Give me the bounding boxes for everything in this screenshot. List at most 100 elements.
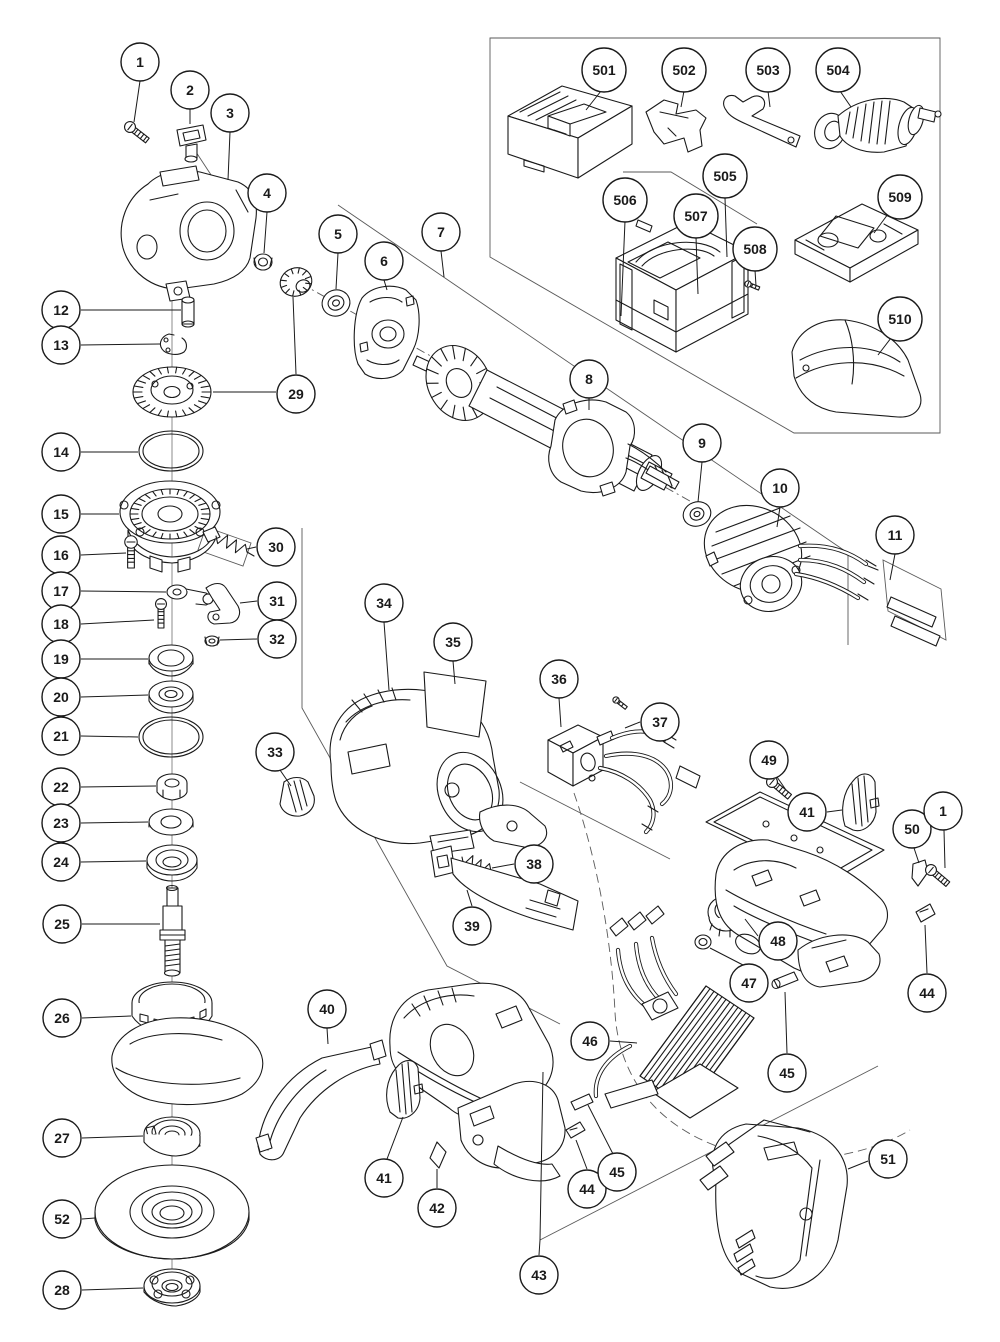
svg-text:41: 41	[799, 804, 815, 820]
part-pin-45b	[771, 971, 799, 990]
part-screw-18	[154, 597, 168, 629]
part-dc-motor-10	[703, 504, 811, 612]
part-brush-spring-30	[202, 526, 255, 557]
svg-text:47: 47	[741, 975, 757, 991]
part-controller-46	[593, 905, 755, 1119]
part-switch-screw	[612, 696, 628, 710]
svg-text:18: 18	[53, 616, 69, 632]
callout-27: 27	[42, 1118, 82, 1158]
svg-text:40: 40	[319, 1001, 335, 1017]
callout-41: 41	[787, 792, 827, 832]
part-stack-case-506	[615, 221, 749, 353]
callout-3: 3	[210, 93, 250, 133]
part-hex-nut-4	[253, 253, 273, 271]
callout-505: 505	[702, 153, 748, 199]
callout-33: 33	[255, 732, 295, 772]
callout-11: 11	[875, 515, 915, 555]
part-spindle-cover-15	[119, 480, 221, 573]
part-wedge-50	[911, 859, 929, 887]
part-bearing-washer-24	[146, 844, 198, 882]
part-battery-charger-501	[507, 85, 633, 179]
callout-43: 43	[519, 1255, 559, 1295]
part-ball-bearing-9	[682, 501, 712, 527]
svg-text:34: 34	[376, 595, 392, 611]
part-insulator-42	[429, 1141, 447, 1169]
part-caution-label-35	[423, 671, 487, 738]
callout-36: 36	[539, 659, 579, 699]
part-brush-cap-41	[386, 1059, 424, 1119]
part-switch-36	[547, 724, 604, 787]
svg-text:6: 6	[380, 253, 388, 269]
part-spindle-25	[159, 884, 186, 977]
callout-30: 30	[256, 527, 296, 567]
part-pan-screw-1	[123, 120, 150, 144]
part-inlay-tray-509	[794, 203, 919, 283]
svg-text:11: 11	[888, 527, 903, 543]
callout-39: 39	[452, 906, 492, 946]
part-brush-cap-33	[279, 776, 315, 817]
callout-10: 10	[760, 468, 800, 508]
svg-text:4: 4	[263, 185, 271, 201]
callout-50: 50	[892, 809, 932, 849]
svg-text:9: 9	[698, 435, 706, 451]
part-wrench-503	[723, 94, 801, 148]
part-ball-bearing-5	[321, 289, 351, 317]
svg-text:42: 42	[429, 1200, 445, 1216]
callout-19: 19	[41, 639, 81, 679]
callout-504: 504	[815, 47, 861, 93]
callout-13: 13	[41, 325, 81, 365]
part-lock-nut-22	[156, 773, 188, 801]
callout-34: 34	[364, 583, 404, 623]
svg-text:27: 27	[54, 1130, 70, 1146]
callout-28: 28	[42, 1270, 82, 1310]
svg-text:44: 44	[579, 1181, 595, 1197]
callout-46: 46	[570, 1021, 610, 1061]
callout-25: 25	[42, 904, 82, 944]
svg-text:503: 503	[756, 62, 780, 78]
callout-509: 509	[877, 174, 923, 220]
svg-text:508: 508	[743, 241, 767, 257]
part-bevel-gear-29	[132, 366, 212, 418]
part-washer-23	[148, 808, 194, 836]
callout-26: 26	[42, 998, 82, 1038]
callout-23: 23	[41, 803, 81, 843]
callout-16: 16	[41, 535, 81, 575]
part-pinion-gear-29	[279, 267, 313, 297]
part-armature-pin	[645, 465, 680, 490]
svg-text:43: 43	[531, 1267, 547, 1283]
callout-29: 29	[276, 374, 316, 414]
svg-text:26: 26	[54, 1010, 70, 1026]
part-screw-1b	[924, 863, 951, 887]
part-gear-housing-3	[120, 165, 257, 302]
callout-14: 14	[41, 432, 81, 472]
svg-text:25: 25	[54, 916, 70, 932]
svg-text:39: 39	[464, 918, 480, 934]
callout-9: 9	[682, 423, 722, 463]
callout-44: 44	[907, 973, 947, 1013]
svg-text:15: 15	[53, 506, 69, 522]
svg-text:501: 501	[592, 62, 616, 78]
svg-text:50: 50	[904, 821, 920, 837]
svg-text:23: 23	[53, 815, 69, 831]
svg-text:13: 13	[53, 337, 69, 353]
part-key-44b	[915, 903, 936, 923]
part-grinding-wheel-52	[94, 1164, 250, 1260]
svg-text:49: 49	[761, 752, 777, 768]
svg-text:16: 16	[53, 547, 69, 563]
callout-1: 1	[923, 791, 963, 831]
svg-text:506: 506	[613, 192, 637, 208]
svg-text:504: 504	[826, 62, 850, 78]
svg-text:37: 37	[652, 714, 668, 730]
svg-text:41: 41	[376, 1170, 392, 1186]
callout-502: 502	[661, 47, 707, 93]
svg-text:1: 1	[136, 54, 144, 70]
callout-49: 49	[749, 740, 789, 780]
callout-41: 41	[364, 1158, 404, 1198]
callout-4: 4	[247, 173, 287, 213]
svg-text:33: 33	[267, 744, 283, 760]
callout-508: 508	[732, 226, 778, 272]
part-lock-nut-27	[143, 1116, 201, 1157]
part-pin-45	[570, 1093, 594, 1111]
callout-503: 503	[745, 47, 791, 93]
